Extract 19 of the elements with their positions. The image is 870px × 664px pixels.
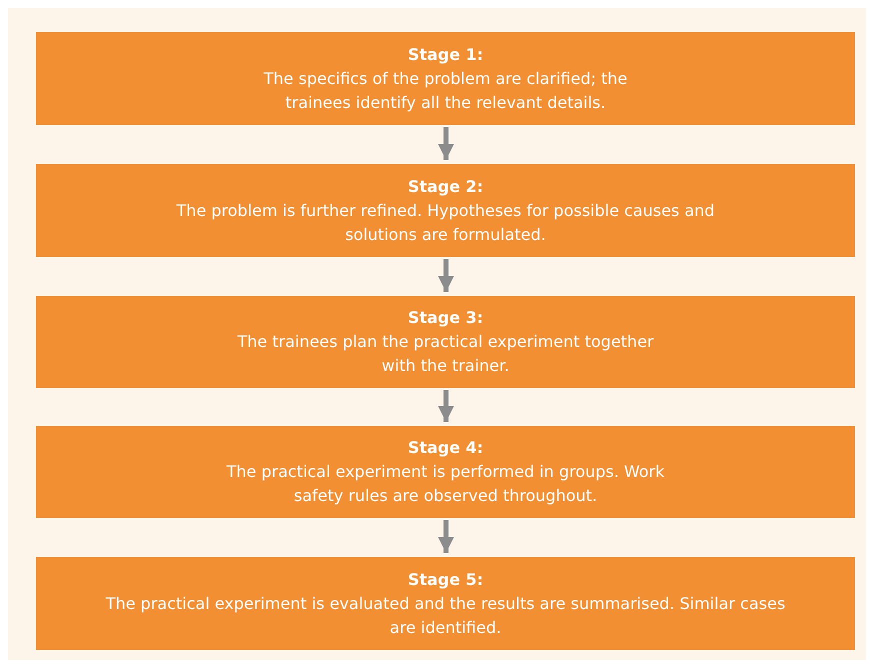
stage-description: The trainees plan the practical experiment together with the trainer. (236, 331, 655, 377)
stage-box (36, 32, 855, 125)
stage-description: The problem is further refined. Hypotheses for possible causes and solutions are formulated. (175, 200, 716, 246)
stage-box (36, 164, 855, 257)
arrow (438, 390, 454, 422)
stage-heading: Stage 2: (408, 176, 484, 198)
stage-description: The specifics of the problem are clarified; the trainees identify all the relevant details. (262, 68, 628, 114)
stage-heading: Stage 1: (408, 44, 484, 66)
stage-box (36, 557, 855, 650)
stage-box (36, 296, 855, 388)
stage-heading: Stage 3: (408, 307, 484, 329)
stage-description: The practical experiment is evaluated and the results are summarised. Similar cases are identified. (106, 592, 786, 638)
stage-box (36, 426, 855, 518)
arrow (438, 127, 454, 160)
stage-heading: Stage 4: (408, 437, 484, 459)
stage-description: The practical experiment is performed in groups. Work safety rules are observed throughout. (225, 461, 666, 507)
arrow (438, 520, 454, 553)
stage-heading: Stage 5: (408, 568, 484, 590)
arrow (438, 259, 454, 292)
